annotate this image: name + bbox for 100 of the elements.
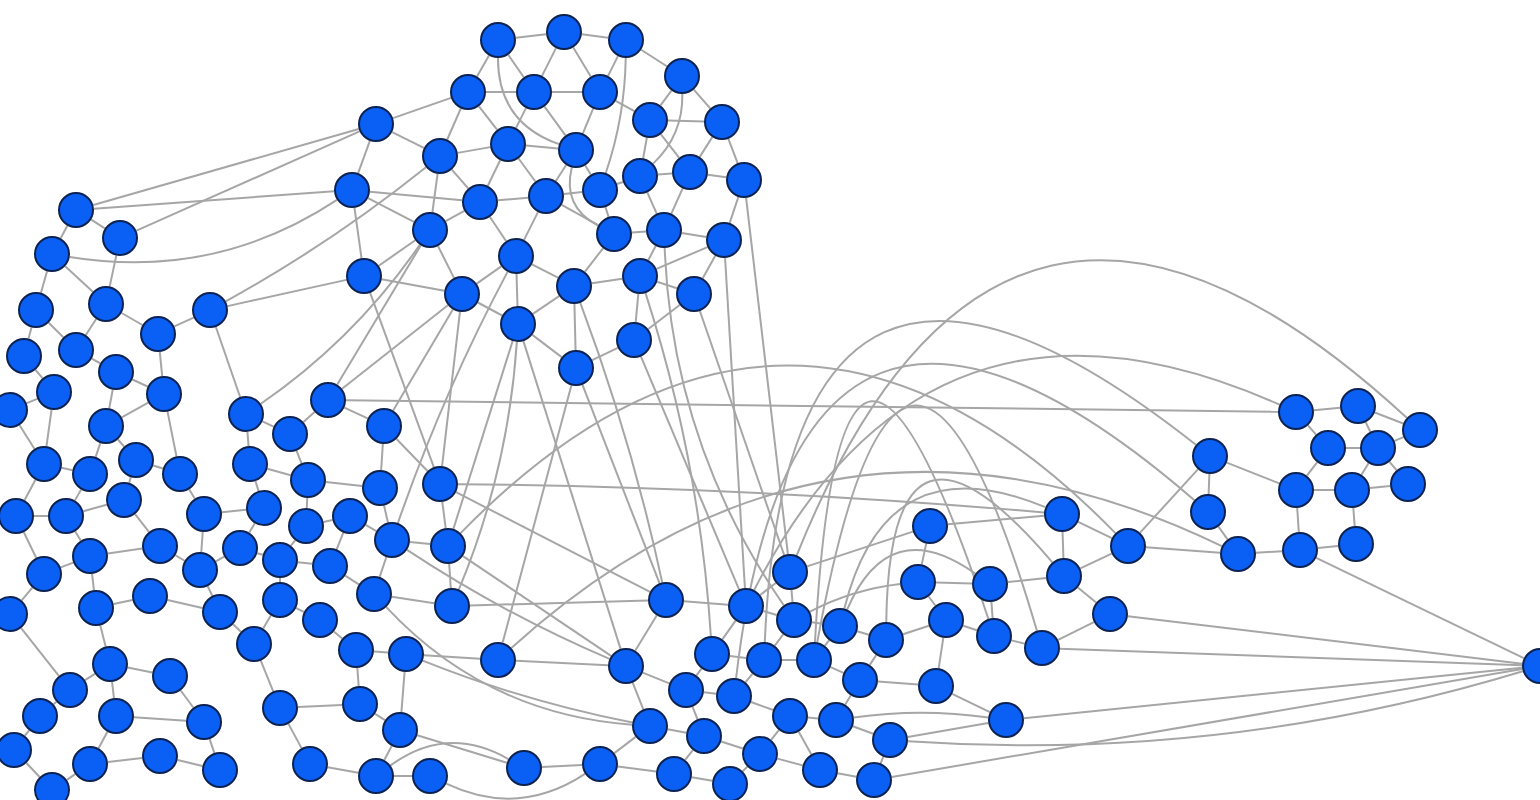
connector-line [1217, 525, 1229, 541]
connector-line [517, 157, 537, 183]
connector-line [422, 654, 482, 660]
connector-line [951, 692, 991, 714]
network-node [972, 566, 1008, 602]
network-node [632, 102, 668, 138]
connector-line [108, 388, 114, 410]
connector-line [647, 303, 681, 331]
connector-line [305, 497, 309, 509]
connector-line [389, 742, 510, 767]
connector-line [64, 265, 94, 293]
connector-line [852, 711, 990, 719]
connector-line [324, 481, 364, 487]
connector-line [406, 548, 611, 660]
connector-line [572, 46, 592, 78]
connector-line [580, 33, 610, 39]
connector-line [246, 430, 250, 448]
connector-line [448, 562, 452, 590]
network-node [412, 758, 448, 794]
connector-line [220, 508, 248, 514]
connector-line [392, 308, 454, 412]
connector-line [391, 131, 425, 149]
connector-line [108, 254, 118, 288]
connector-line [590, 277, 624, 285]
network-node [356, 576, 392, 612]
connector-line [607, 55, 619, 77]
connector-line [515, 107, 527, 129]
connector-line [1225, 461, 1281, 485]
network-node [422, 466, 458, 502]
connector-line [1393, 436, 1405, 442]
connector-line [806, 530, 914, 568]
connector-line [531, 333, 563, 359]
connector-line [408, 540, 432, 546]
network-node [712, 766, 748, 800]
connector-line [476, 301, 504, 317]
network-node [746, 642, 782, 678]
network-node [900, 564, 936, 600]
network-node [726, 162, 762, 198]
network-node [772, 698, 808, 734]
connector-line [68, 198, 338, 264]
network-node [676, 276, 712, 312]
network-node [36, 374, 72, 410]
network-node [872, 722, 908, 758]
connector-line [583, 247, 605, 273]
network-node [202, 752, 238, 788]
network-node [516, 74, 552, 110]
network-node [596, 216, 632, 252]
network-node [622, 258, 658, 294]
connector-line [642, 136, 648, 160]
connector-line [496, 196, 530, 202]
connector-line [296, 561, 314, 565]
connector-line [1144, 546, 1222, 554]
connector-line [380, 278, 446, 292]
connector-line [531, 263, 559, 279]
connector-line [356, 666, 360, 688]
connector-line [1079, 552, 1113, 570]
network-node [288, 508, 324, 544]
network-node [728, 588, 764, 624]
connector-line [568, 166, 600, 227]
connector-line [344, 574, 360, 586]
network-node [500, 306, 536, 342]
connector-line [797, 730, 813, 756]
network-node [0, 392, 28, 428]
network-node [0, 732, 32, 768]
connector-line [200, 530, 204, 554]
network-node [162, 456, 198, 492]
network-node [262, 690, 298, 726]
connector-line [946, 514, 1046, 526]
connector-line [18, 424, 36, 450]
connector-line [385, 606, 634, 726]
connector-line [39, 270, 49, 294]
connector-line [1057, 621, 1095, 641]
connector-line [400, 670, 406, 714]
connector-line [781, 659, 797, 661]
connector-line [485, 91, 517, 93]
network-node [118, 442, 154, 478]
connector-line [1254, 550, 1284, 554]
connector-line [652, 93, 684, 165]
connector-line [581, 107, 595, 135]
connector-line [659, 133, 681, 159]
connector-line [45, 408, 53, 448]
connector-line [773, 633, 785, 647]
network-node [1278, 472, 1314, 508]
connector-line [226, 278, 348, 308]
network-node [346, 258, 382, 294]
connector-line [962, 624, 978, 632]
network-node [856, 762, 892, 798]
connector-line [562, 191, 584, 195]
connector-line [727, 137, 739, 165]
network-node [142, 528, 178, 564]
network-node [78, 590, 114, 626]
network-node [430, 528, 466, 564]
network-node [1390, 466, 1426, 502]
connector-line [1312, 406, 1342, 412]
connector-line [692, 88, 712, 110]
connector-line [543, 105, 567, 137]
connector-line [920, 542, 928, 566]
connector-line [59, 561, 75, 569]
connector-line [445, 772, 586, 800]
connector-line [814, 400, 990, 644]
